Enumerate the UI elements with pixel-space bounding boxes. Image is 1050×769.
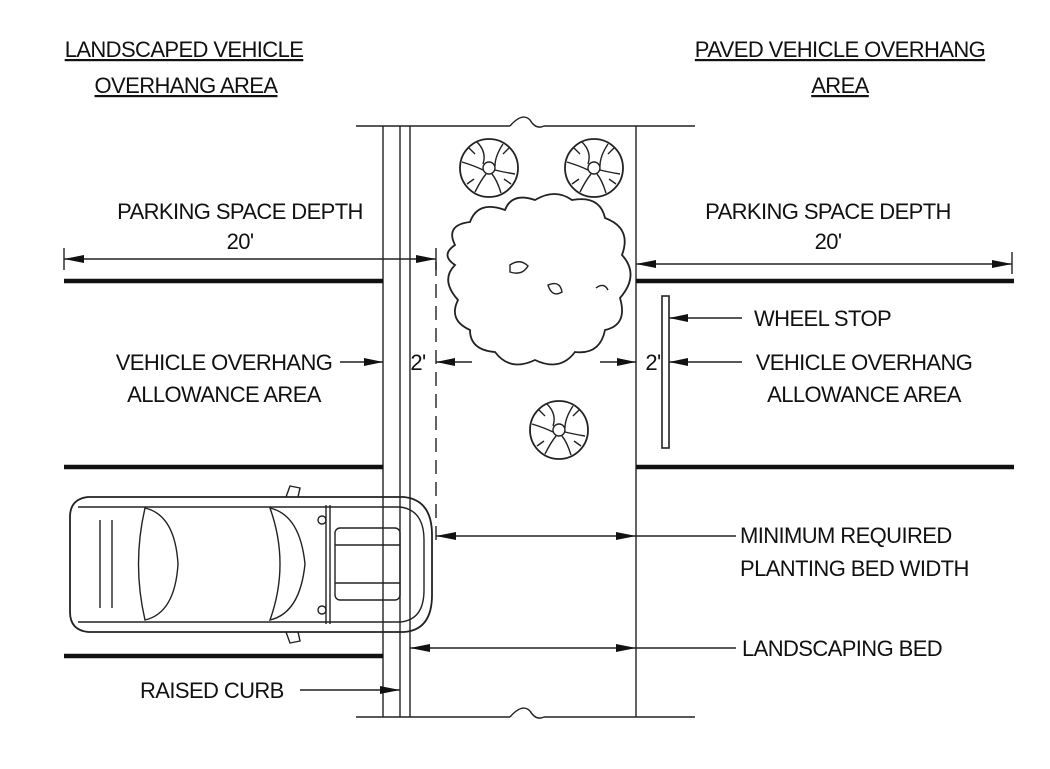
wheel-stop — [661, 295, 670, 449]
right-heading-line1: PAVED VEHICLE OVERHANG — [695, 37, 985, 62]
landscaping-bed-label: LANDSCAPING BED — [742, 636, 942, 661]
left-overhang-label-line1: VEHICLE OVERHANG — [116, 350, 333, 375]
raised-curb-label: RAISED CURB — [140, 678, 284, 703]
tree-canopy-symbol — [446, 193, 632, 366]
left-heading-line2: OVERHANG AREA — [95, 73, 279, 98]
planting-strip — [356, 116, 695, 719]
right-overhang-label-line1: VEHICLE OVERHANG — [756, 350, 973, 375]
left-depth-value: 20' — [227, 229, 254, 254]
shrub-symbol — [564, 138, 624, 198]
left-depth-dimension: PARKING SPACE DEPTH 20' — [63, 199, 437, 270]
right-overhang-dimension: 2' — [600, 350, 742, 375]
shrub-symbol — [529, 400, 589, 460]
right-heading-line2: AREA — [811, 73, 869, 98]
landscaping-bed-dimension: LANDSCAPING BED — [410, 636, 943, 661]
right-overhang-label-line2: ALLOWANCE AREA — [767, 382, 962, 407]
right-area-heading: PAVED VEHICLE OVERHANG AREA — [695, 37, 986, 98]
shrub-symbol — [459, 138, 519, 198]
min-bed-label-line1: MINIMUM REQUIRED — [740, 523, 952, 548]
wheel-stop-label: WHEEL STOP — [754, 306, 891, 331]
left-overhang-label-line2: ALLOWANCE AREA — [127, 382, 322, 407]
left-overhang-dimension-text: 2' — [410, 350, 426, 375]
left-overhang-dimension: 2' — [340, 350, 472, 375]
min-bed-label-line2: PLANTING BED WIDTH — [740, 556, 969, 581]
pickup-truck-plan-view — [69, 485, 433, 644]
left-depth-label: PARKING SPACE DEPTH — [117, 199, 363, 224]
right-depth-label: PARKING SPACE DEPTH — [705, 199, 951, 224]
left-heading-line1: LANDSCAPED VEHICLE — [65, 37, 304, 62]
min-planting-bed-dimension: MINIMUM REQUIRED PLANTING BED WIDTH — [436, 523, 969, 581]
raised-curb-callout: RAISED CURB — [140, 678, 400, 703]
right-depth-value: 20' — [815, 229, 842, 254]
right-overhang-dimension-text: 2' — [645, 350, 661, 375]
right-depth-dimension: PARKING SPACE DEPTH 20' — [636, 199, 1013, 274]
parking-stripes — [64, 278, 1014, 659]
left-area-heading: LANDSCAPED VEHICLE OVERHANG AREA — [65, 37, 304, 98]
wheel-stop-callout: WHEEL STOP — [669, 306, 892, 331]
